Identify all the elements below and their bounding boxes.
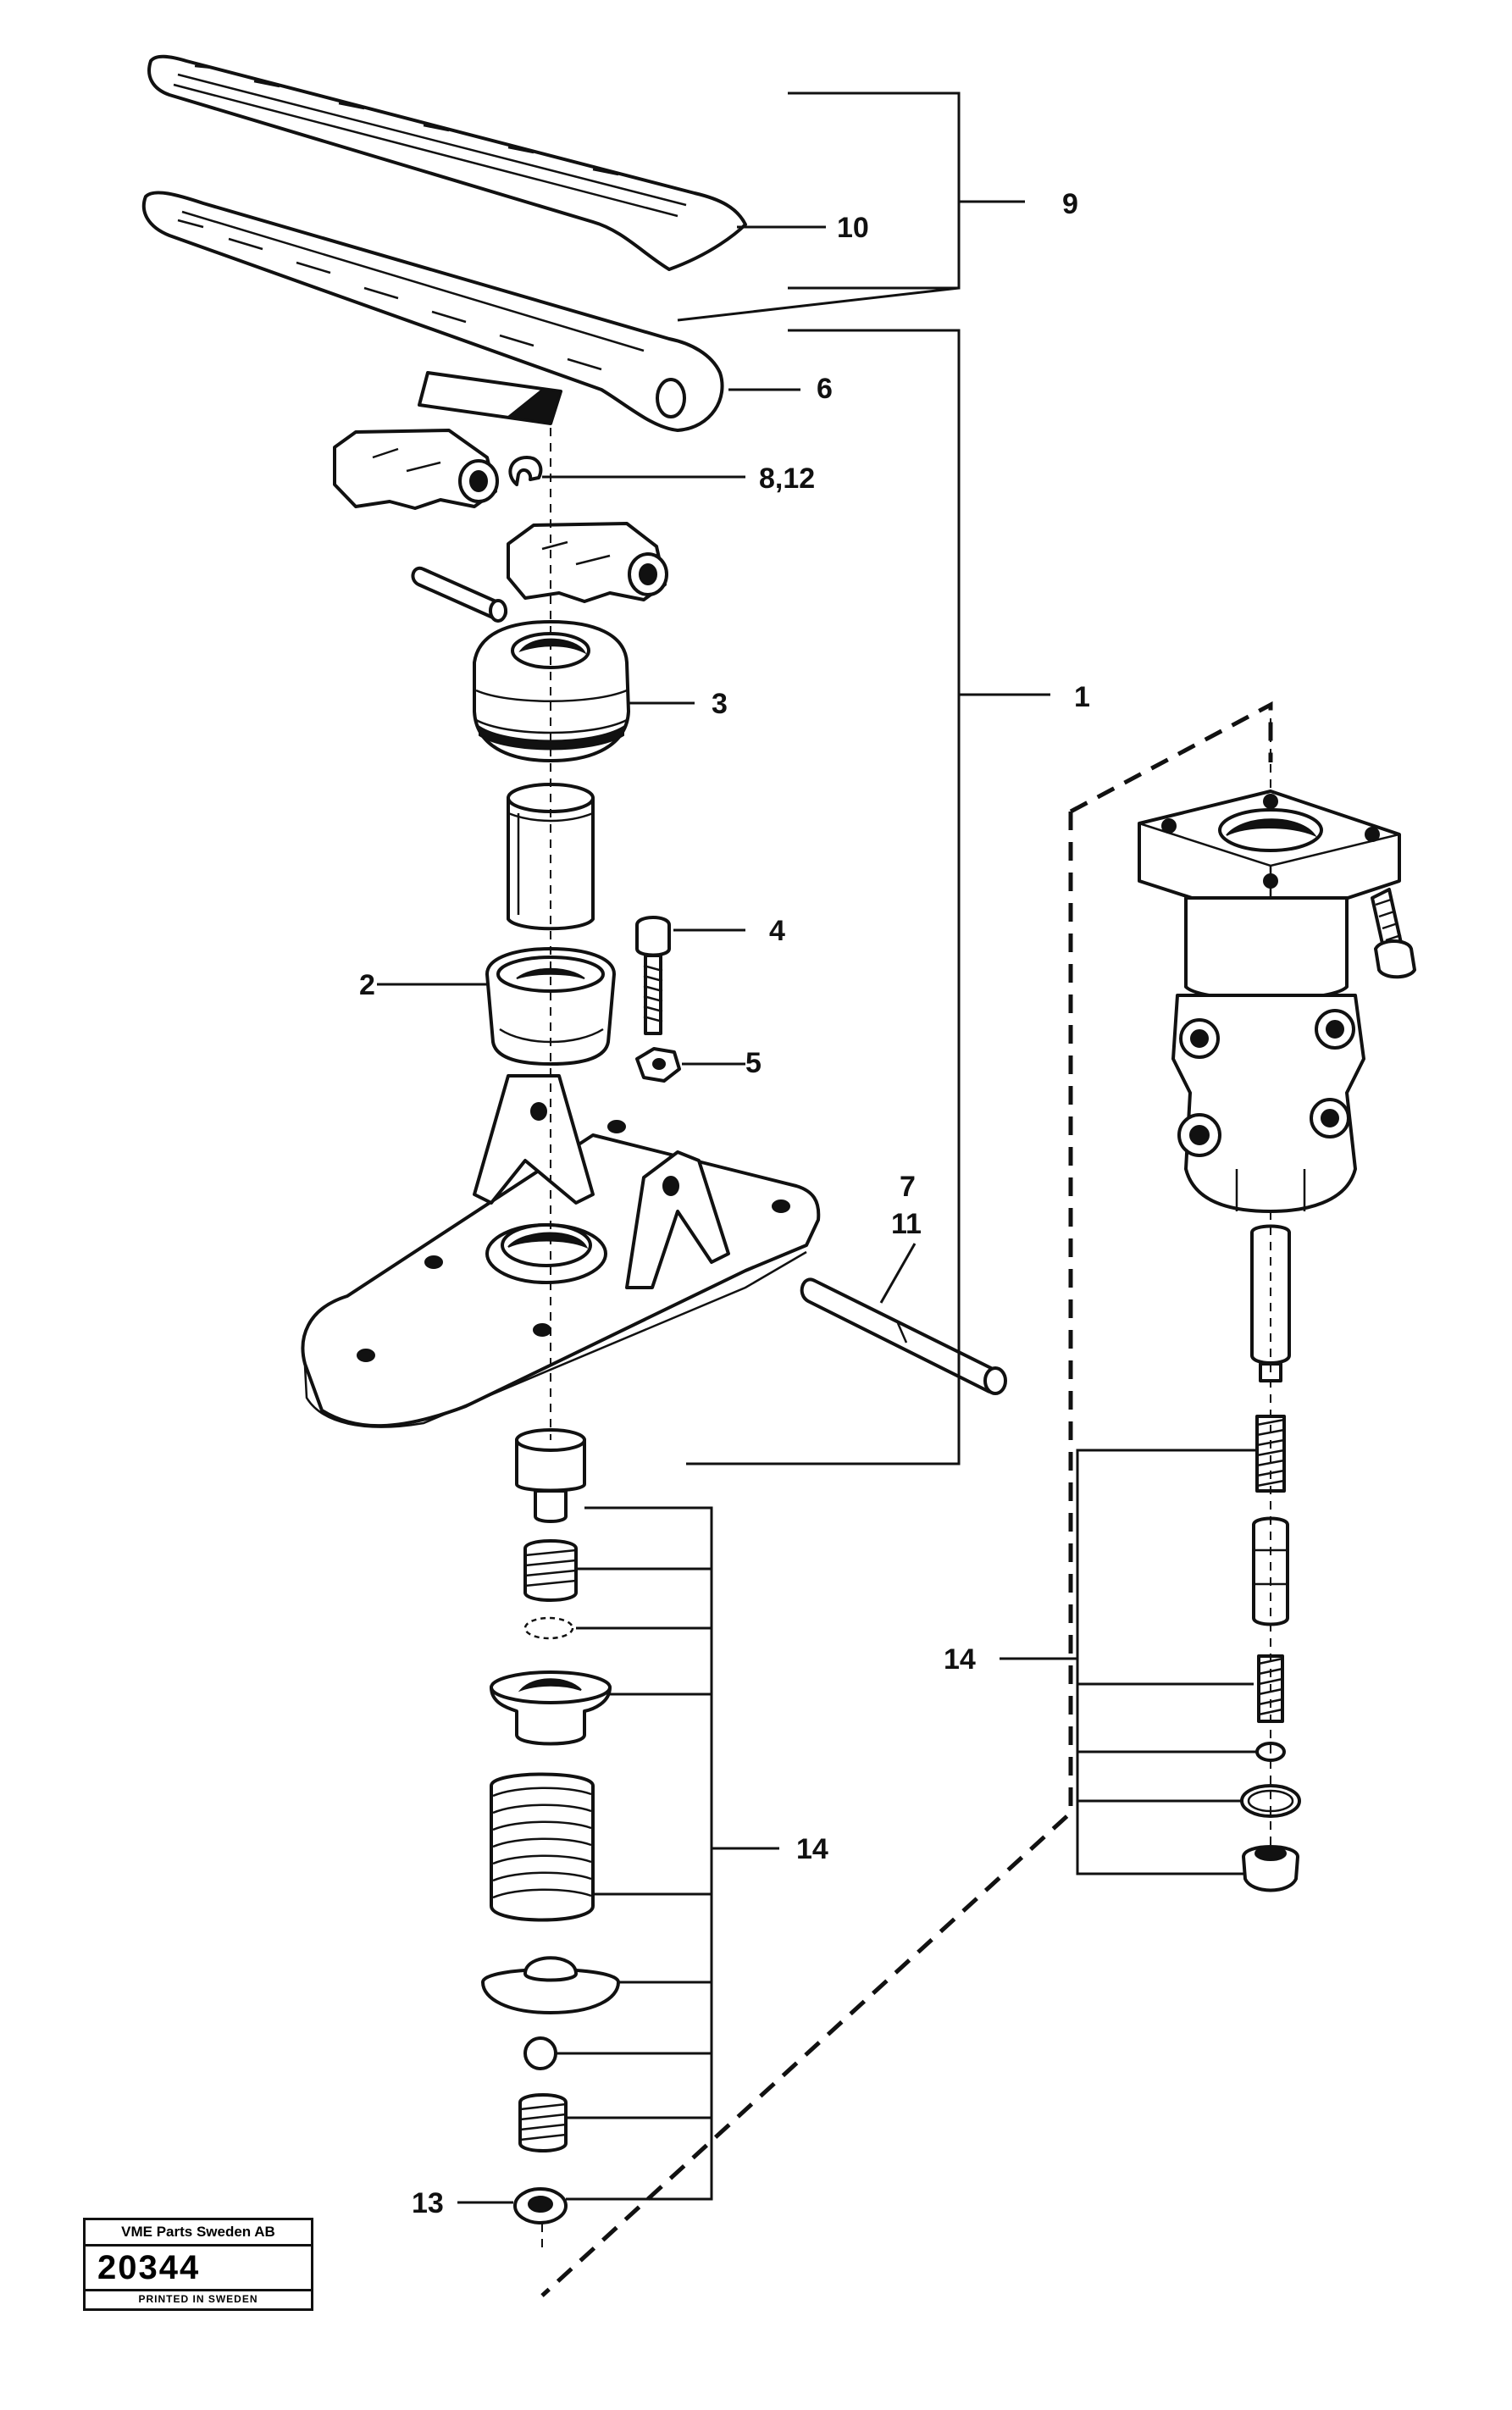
assembly-dashed-border [540, 812, 1073, 2297]
callout-6: 6 [817, 373, 833, 405]
nut [635, 1047, 681, 1083]
callout-3: 3 [712, 688, 728, 720]
spring-retainer [481, 1956, 620, 2014]
valve-seat [490, 1670, 612, 1746]
base-plate [301, 1074, 821, 1428]
callout-13: 13 [412, 2187, 444, 2219]
callout-7: 7 [900, 1171, 916, 1203]
callout-14-left: 14 [796, 1833, 828, 1865]
pedal-arm [141, 191, 724, 432]
retaining-ring [508, 456, 543, 486]
callout-4: 4 [769, 915, 785, 947]
screw [635, 916, 671, 1035]
pivot-pin [411, 566, 508, 623]
seal-ring-13 [513, 2187, 568, 2224]
callout-14-right: 14 [944, 1643, 976, 1676]
callout-2: 2 [359, 969, 375, 1001]
lower-spring [518, 2093, 568, 2152]
callout-labels: 9 10 6 8,12 1 3 4 2 5 7 11 14 14 13 [359, 188, 1090, 2219]
assembly-dashed-border-top [1069, 701, 1273, 814]
seal-bushing [485, 947, 616, 1066]
valve-cap [1242, 1845, 1299, 1892]
small-spring [523, 1539, 578, 1602]
large-spring [490, 1772, 595, 1922]
clevis-bracket-upper [333, 429, 499, 510]
valve-screw [1371, 888, 1416, 979]
pedal-rubber-pad [147, 54, 747, 271]
sleeve [507, 783, 595, 931]
cover-plate [418, 371, 562, 425]
callout-1: 1 [1074, 681, 1090, 713]
callout-8-12: 8,12 [759, 463, 815, 495]
clevis-bracket-lower [507, 522, 668, 603]
o-ring-small [523, 1616, 574, 1640]
plunger [515, 1428, 586, 1523]
long-pin [800, 1277, 1007, 1395]
ball [523, 2036, 557, 2070]
stamp-drawing-number: 20344 [86, 2247, 311, 2291]
stamp-company: VME Parts Sweden AB [86, 2220, 311, 2247]
callout-9: 9 [1062, 188, 1078, 220]
leader-lines [377, 91, 1257, 2204]
callout-11: 11 [891, 1208, 922, 1240]
publisher-stamp: VME Parts Sweden AB 20344 PRINTED IN SWE… [83, 2218, 313, 2311]
callout-5: 5 [745, 1047, 762, 1079]
valve-body [1138, 789, 1401, 1213]
callout-10: 10 [837, 212, 869, 244]
stamp-printed-in: PRINTED IN SWEDEN [138, 2293, 258, 2305]
